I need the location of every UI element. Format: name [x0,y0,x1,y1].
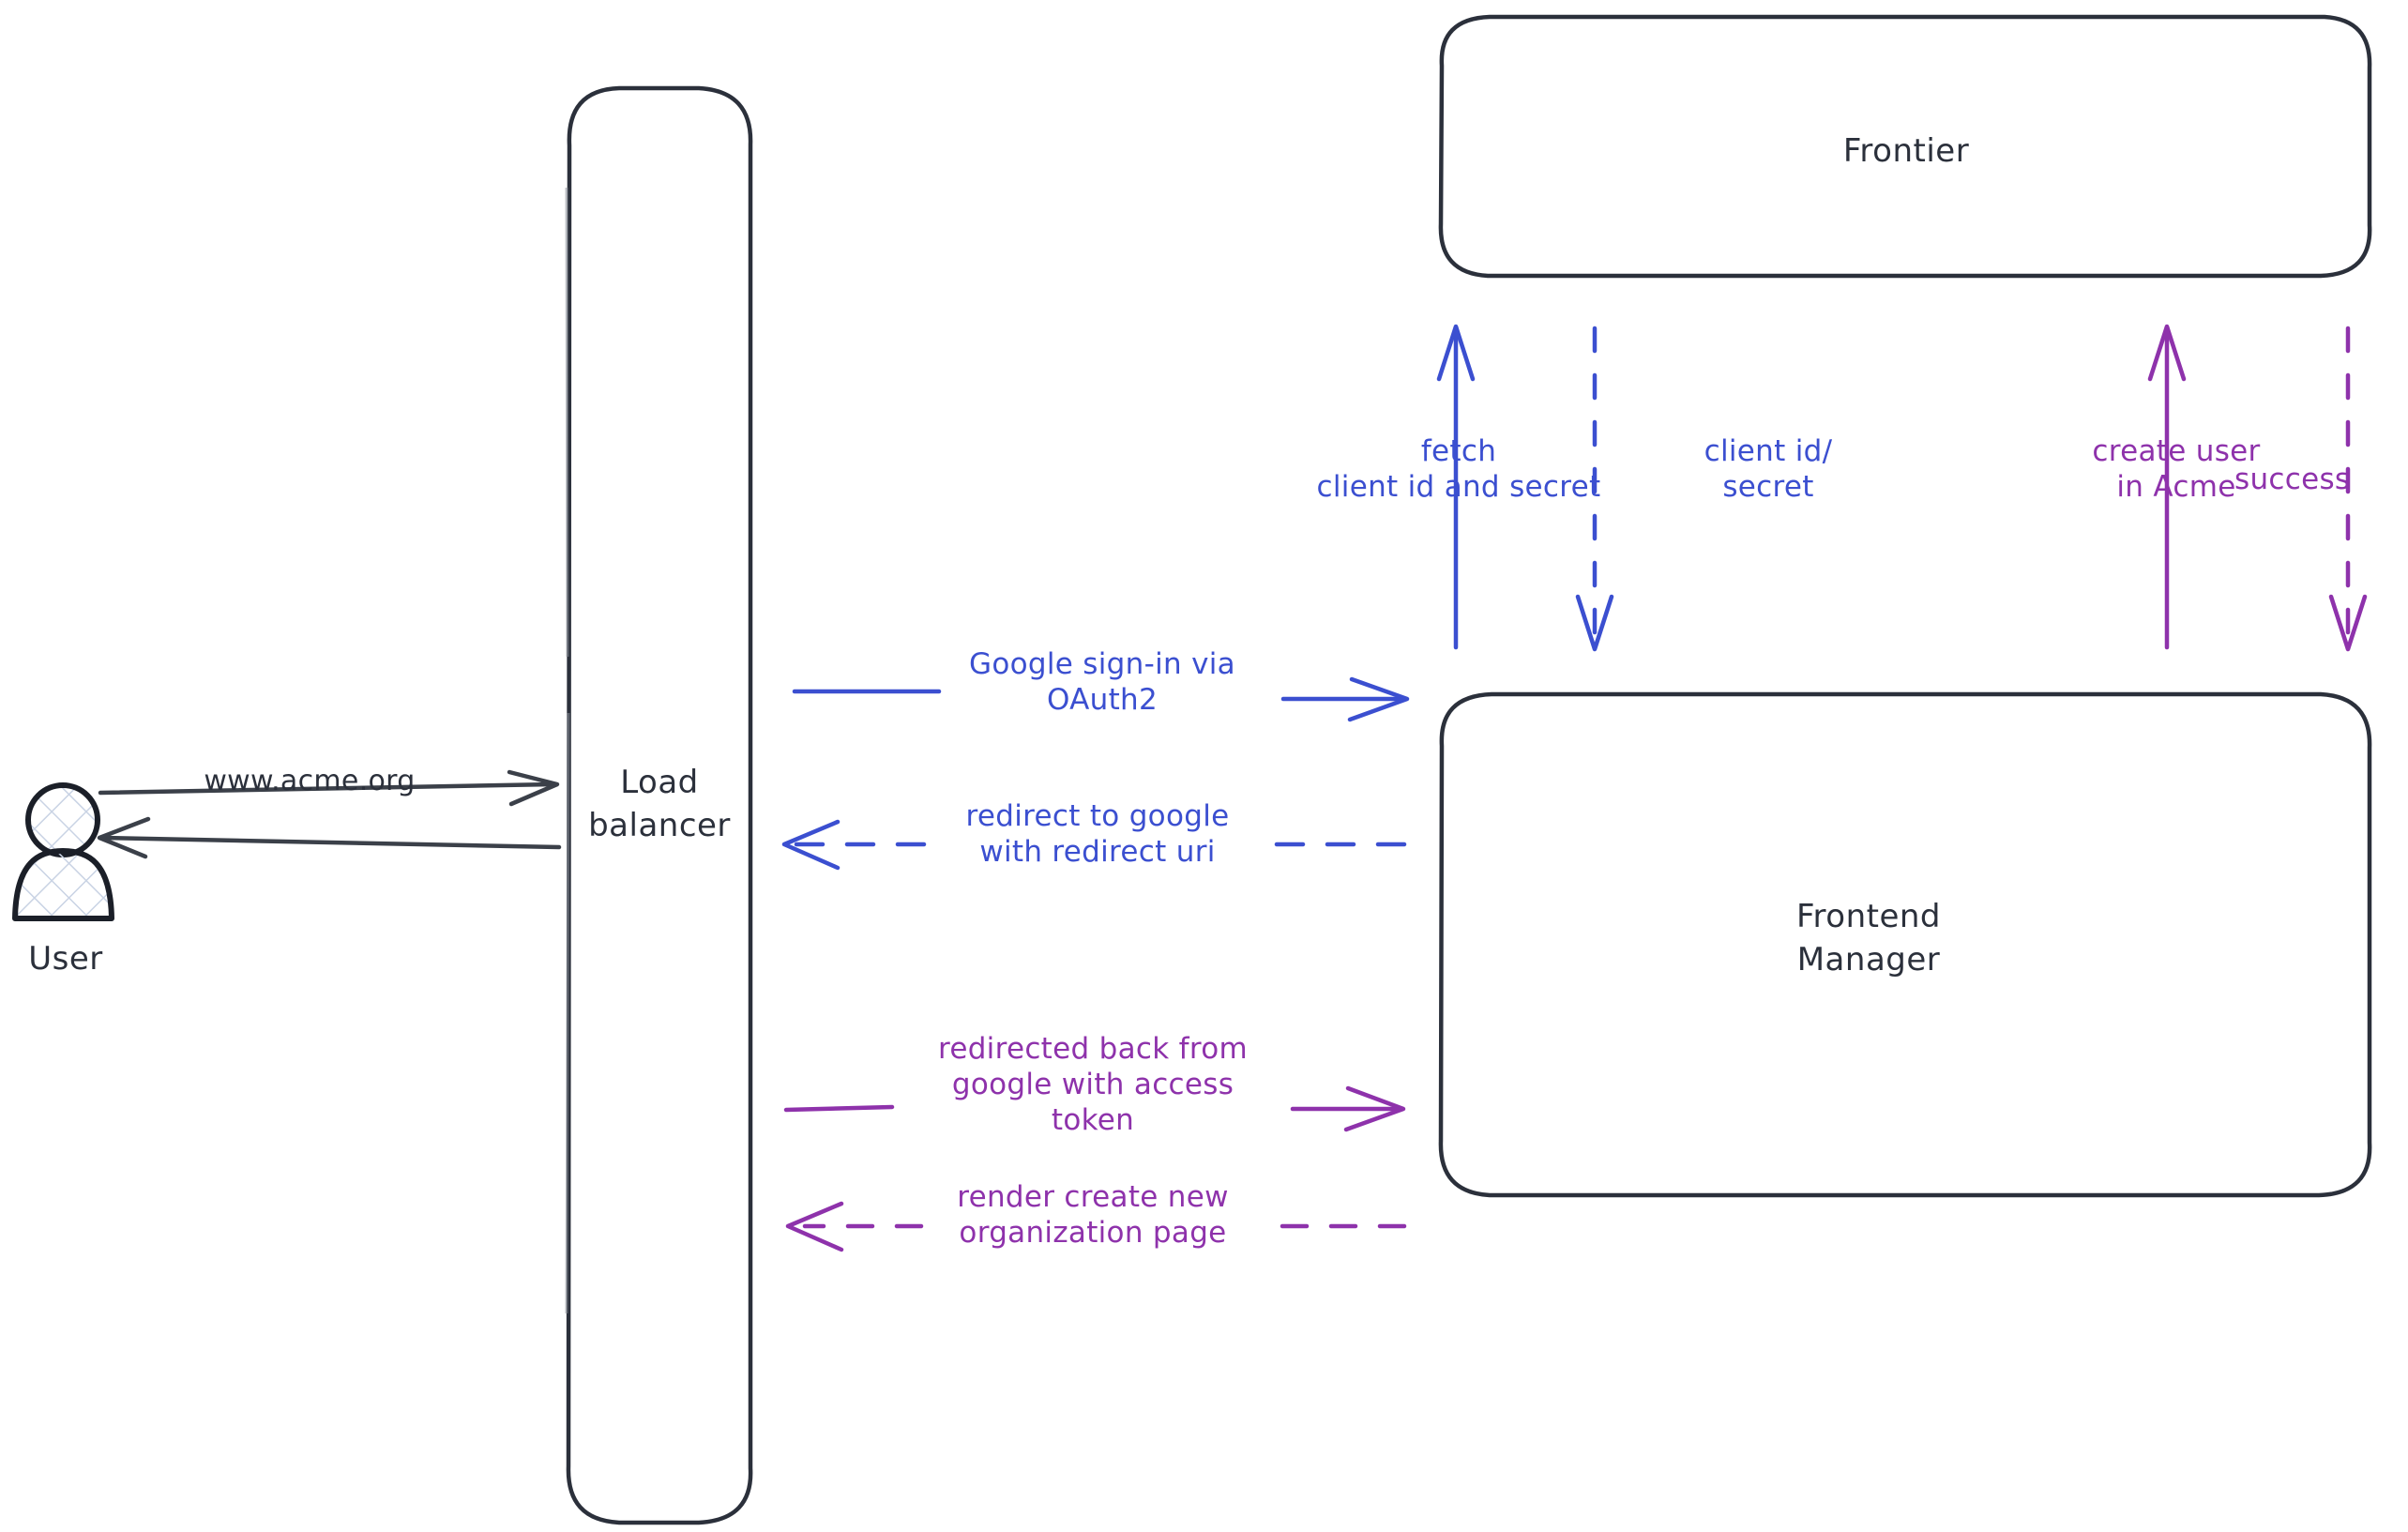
node-label-frontend-manager: Frontend Manager [1795,898,1942,978]
edge-redirected-back-with-token [783,1085,1406,1132]
actor-label-user: User [28,940,103,978]
edge-success-response [2328,326,2368,652]
edge-label-fetch-client-id-secret: fetch client id and secret [1316,434,1601,504]
edge-label-redirect-to-google: redirect to google with redirect uri [965,799,1230,869]
edge-render-create-org-page [785,1201,1407,1252]
node-label-frontier: Frontier [1842,132,1970,170]
edge-label-google-signin-oauth2: Google sign-in via OAuth2 [969,647,1235,717]
edge-label-render-create-org-page: render create new organization page [957,1180,1229,1250]
actor-user [12,782,114,921]
edge-redirect-to-google [781,819,1407,871]
edge-label-user-to-lb: www.acme.org [204,765,416,797]
node-label-load-balancer: Load balancer [588,764,731,844]
edge-lb-to-user [97,816,562,859]
edge-google-signin-oauth2 [792,676,1410,722]
node-frontier-shape [1438,14,2372,279]
node-frontend-manager-shape [1438,691,2372,1198]
edge-create-user-in-acme [2147,324,2187,650]
edge-label-success: success [2234,463,2351,496]
edge-fetch-client-id-secret [1436,324,1476,650]
edge-client-id-secret-response [1575,326,1614,652]
edge-label-create-user-in-acme: create user in Acme [2092,434,2261,504]
edge-label-redirected-back-with-token: redirected back from google with access … [937,1032,1249,1137]
edge-user-to-lb [98,769,560,807]
node-load-balancer-shape [565,85,753,1525]
edge-label-client-id-secret: client id/ secret [1704,434,1833,504]
